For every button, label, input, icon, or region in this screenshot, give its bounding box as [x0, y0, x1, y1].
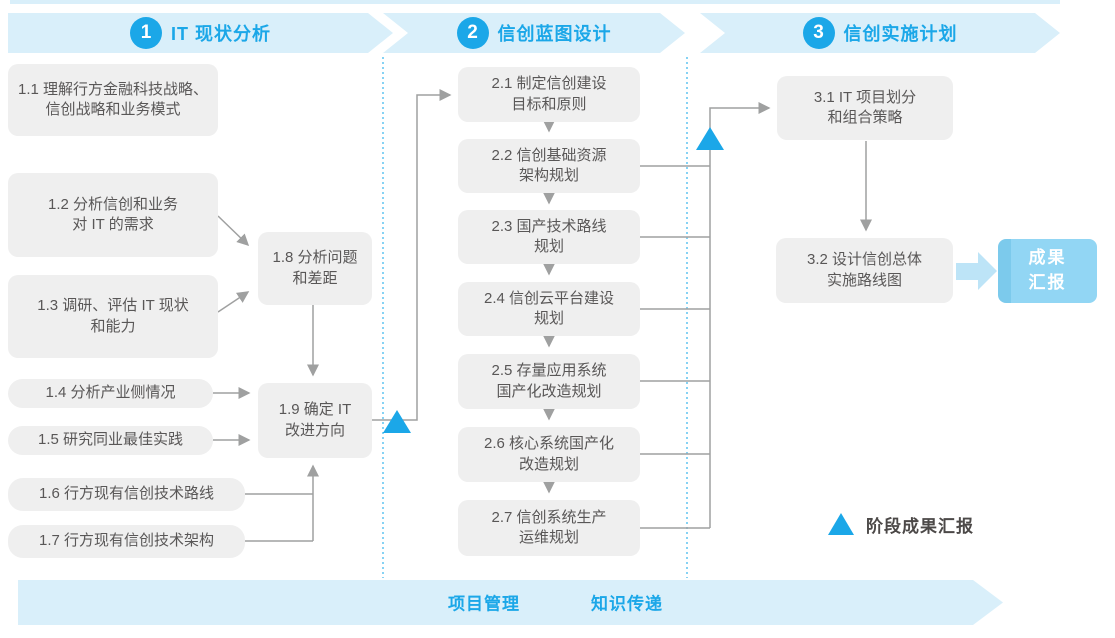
phase-number-badge-3: 3: [803, 17, 835, 49]
step-box-1-8: 1.8 分析问题 和差距: [258, 232, 372, 305]
step-box-2-5: 2.5 存量应用系统 国产化改造规划: [458, 354, 640, 409]
top-edge-strip: [10, 0, 1060, 4]
footer-label-knowledge-transfer: 知识传递: [591, 594, 663, 614]
footer-banner: [18, 580, 1003, 625]
milestone-triangle-1: [383, 410, 411, 433]
step-box-1-5: 1.5 研究同业最佳实践: [8, 426, 213, 455]
milestone-triangle-2: [696, 127, 724, 150]
milestone-triangle-icon: [828, 513, 854, 535]
step-box-1-6: 1.6 行方现有信创技术路线: [8, 478, 245, 511]
step-box-1-7: 1.7 行方现有信创技术架构: [8, 525, 245, 558]
step-box-1-9: 1.9 确定 IT 改进方向: [258, 383, 372, 458]
step-box-1-2: 1.2 分析信创和业务 对 IT 的需求: [8, 173, 218, 257]
step-box-2-3: 2.3 国产技术路线 规划: [458, 210, 640, 264]
result-arrow: [956, 252, 997, 290]
phase-banner-2: 2 信创蓝图设计: [383, 13, 685, 53]
step-box-2-7: 2.7 信创系统生产 运维规划: [458, 500, 640, 556]
result-report-box: 成果 汇报: [998, 239, 1097, 303]
step-box-1-4: 1.4 分析产业侧情况: [8, 379, 213, 408]
step-box-2-4: 2.4 信创云平台建设 规划: [458, 282, 640, 336]
step-box-1-3: 1.3 调研、评估 IT 现状 和能力: [8, 275, 218, 358]
phase-banner-1: 1 IT 现状分析: [8, 13, 393, 53]
step-box-2-2: 2.2 信创基础资源 架构规划: [458, 139, 640, 193]
footer-label-project-management: 项目管理: [448, 594, 520, 614]
step-box-2-1: 2.1 制定信创建设 目标和原则: [458, 67, 640, 122]
phase-title-1: IT 现状分析: [171, 24, 271, 44]
phase-number-badge-2: 2: [457, 17, 489, 49]
phase-title-2: 信创蓝图设计: [497, 24, 612, 44]
step-box-1-1: 1.1 理解行方金融科技战略、 信创战略和业务模式: [8, 64, 218, 136]
phase-banner-3: 3 信创实施计划: [700, 13, 1060, 53]
legend-label: 阶段成果汇报: [866, 516, 974, 536]
phase-number-badge-1: 1: [130, 17, 162, 49]
legend: 阶段成果汇报: [828, 510, 974, 538]
step-box-3-1: 3.1 IT 项目划分 和组合策略: [777, 76, 953, 140]
phase-title-3: 信创实施计划: [843, 24, 958, 44]
step-box-2-6: 2.6 核心系统国产化 改造规划: [458, 427, 640, 482]
step-box-3-2: 3.2 设计信创总体 实施路线图: [776, 238, 953, 303]
